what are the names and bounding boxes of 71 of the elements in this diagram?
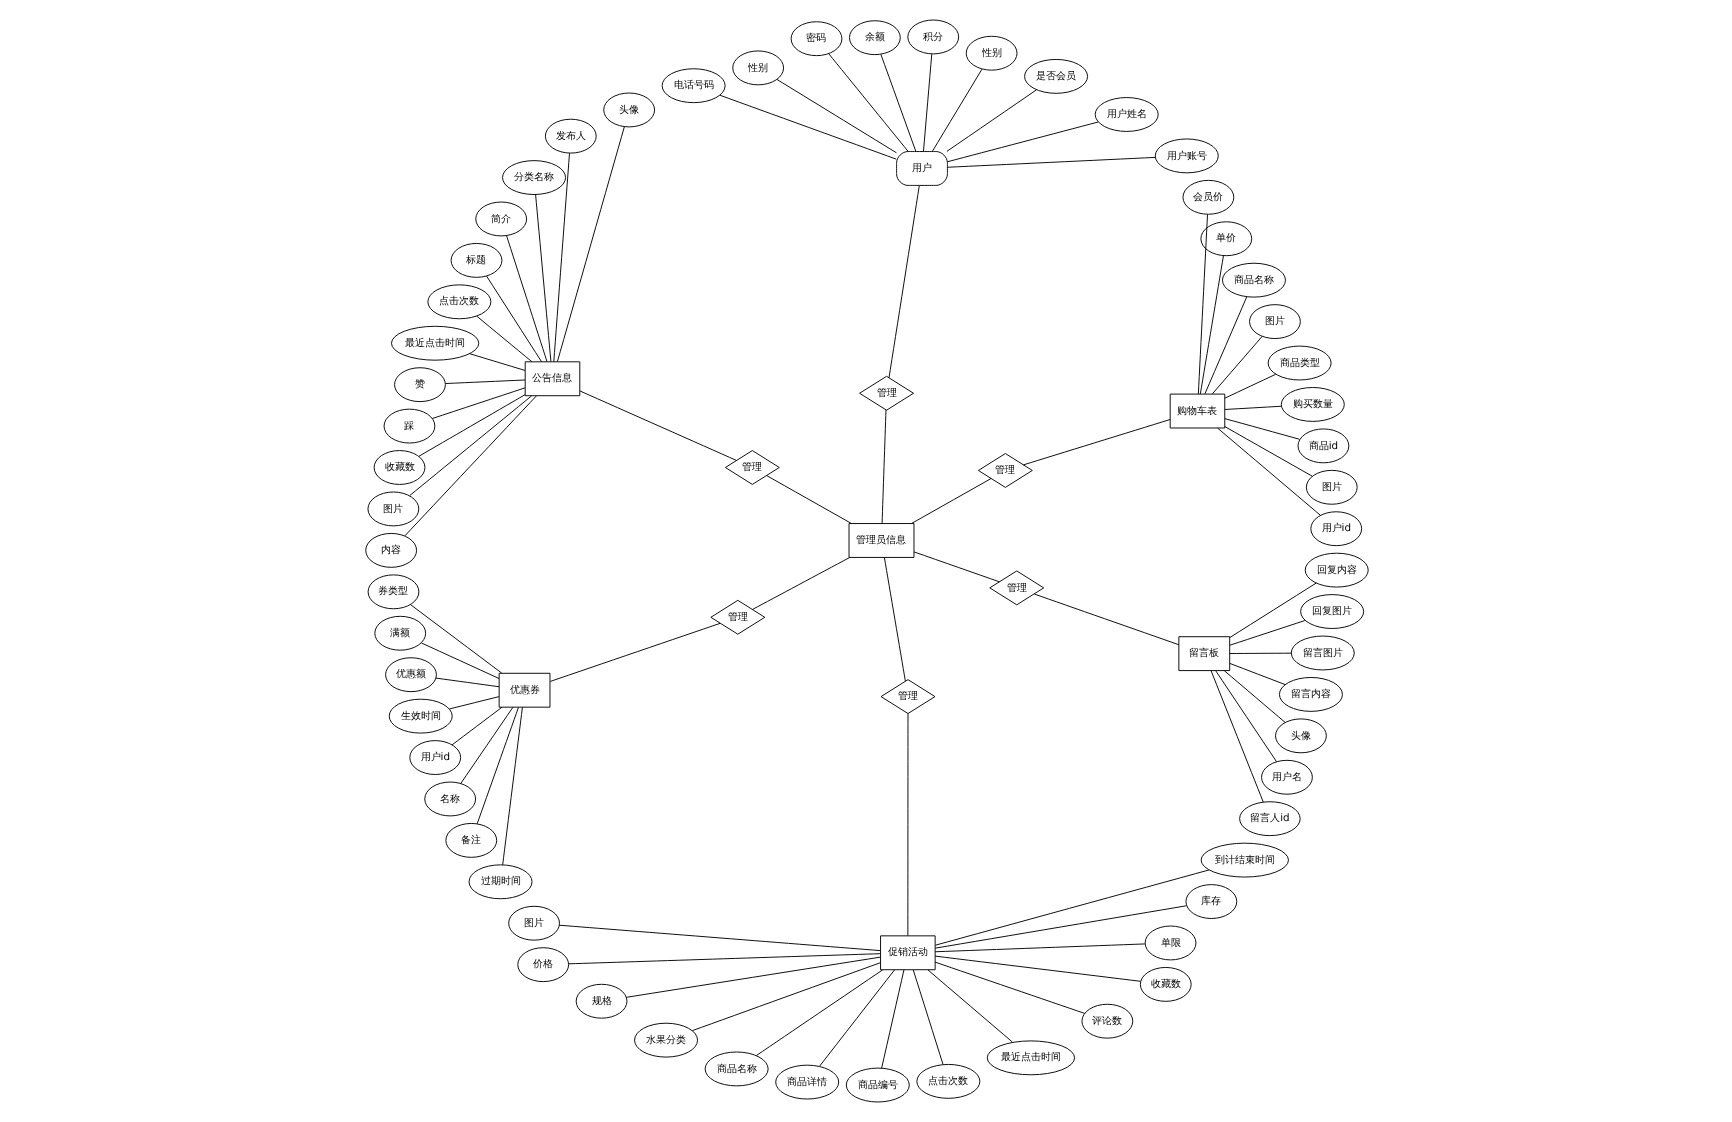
connector — [1223, 405, 1281, 410]
connector — [754, 969, 883, 1056]
connector — [882, 557, 905, 682]
connector — [450, 706, 502, 746]
connector — [444, 379, 525, 384]
connector — [818, 969, 894, 1067]
connector — [1021, 419, 1170, 466]
connector — [625, 956, 880, 998]
connector — [880, 409, 886, 524]
connector — [1032, 593, 1179, 646]
connector — [1228, 652, 1291, 654]
connector — [1196, 214, 1207, 395]
connector — [1223, 426, 1312, 477]
connector — [933, 961, 1085, 1014]
connector — [1198, 255, 1223, 395]
connector — [409, 604, 502, 674]
connector — [557, 924, 880, 952]
connector — [475, 315, 532, 363]
connector — [718, 94, 896, 160]
connector — [459, 706, 513, 784]
connector — [930, 68, 982, 152]
connector — [1214, 670, 1277, 763]
connector — [775, 78, 896, 154]
connector — [475, 707, 518, 825]
connector — [827, 53, 908, 152]
connector — [555, 126, 624, 362]
connector — [945, 89, 1036, 152]
connector — [1210, 335, 1262, 395]
connector — [690, 962, 880, 1032]
connector — [485, 275, 542, 363]
connector — [910, 478, 991, 524]
connector — [926, 969, 1012, 1043]
connector — [1203, 296, 1247, 395]
connector — [765, 475, 851, 524]
connector — [430, 387, 525, 420]
connector — [933, 955, 1141, 982]
connector — [1216, 427, 1320, 516]
connector — [552, 152, 569, 363]
connector — [1209, 670, 1263, 803]
connector — [1223, 373, 1276, 399]
connector — [447, 696, 499, 710]
connector — [1228, 620, 1305, 646]
connector — [505, 235, 547, 363]
connector — [403, 395, 536, 537]
connector — [534, 194, 551, 363]
connector — [468, 353, 525, 371]
connector — [879, 53, 916, 152]
connector — [887, 185, 919, 379]
connector — [933, 905, 1186, 949]
connector — [933, 869, 1209, 946]
connector — [548, 622, 720, 682]
connector — [911, 969, 943, 1066]
connector — [578, 390, 736, 461]
connector — [434, 677, 499, 688]
connector — [906, 713, 908, 937]
connector — [946, 156, 1155, 168]
connector — [922, 53, 932, 152]
connector — [408, 395, 532, 496]
connector — [1228, 582, 1316, 638]
connector — [1228, 662, 1285, 686]
connector — [501, 706, 522, 866]
connector — [417, 394, 525, 457]
connector — [751, 557, 850, 610]
connector — [567, 953, 880, 965]
connector — [912, 551, 999, 583]
connector — [1223, 418, 1299, 440]
connector — [946, 121, 1098, 163]
connector — [1222, 670, 1285, 723]
connector — [933, 943, 1145, 953]
connector — [420, 642, 499, 679]
connector — [880, 969, 904, 1069]
